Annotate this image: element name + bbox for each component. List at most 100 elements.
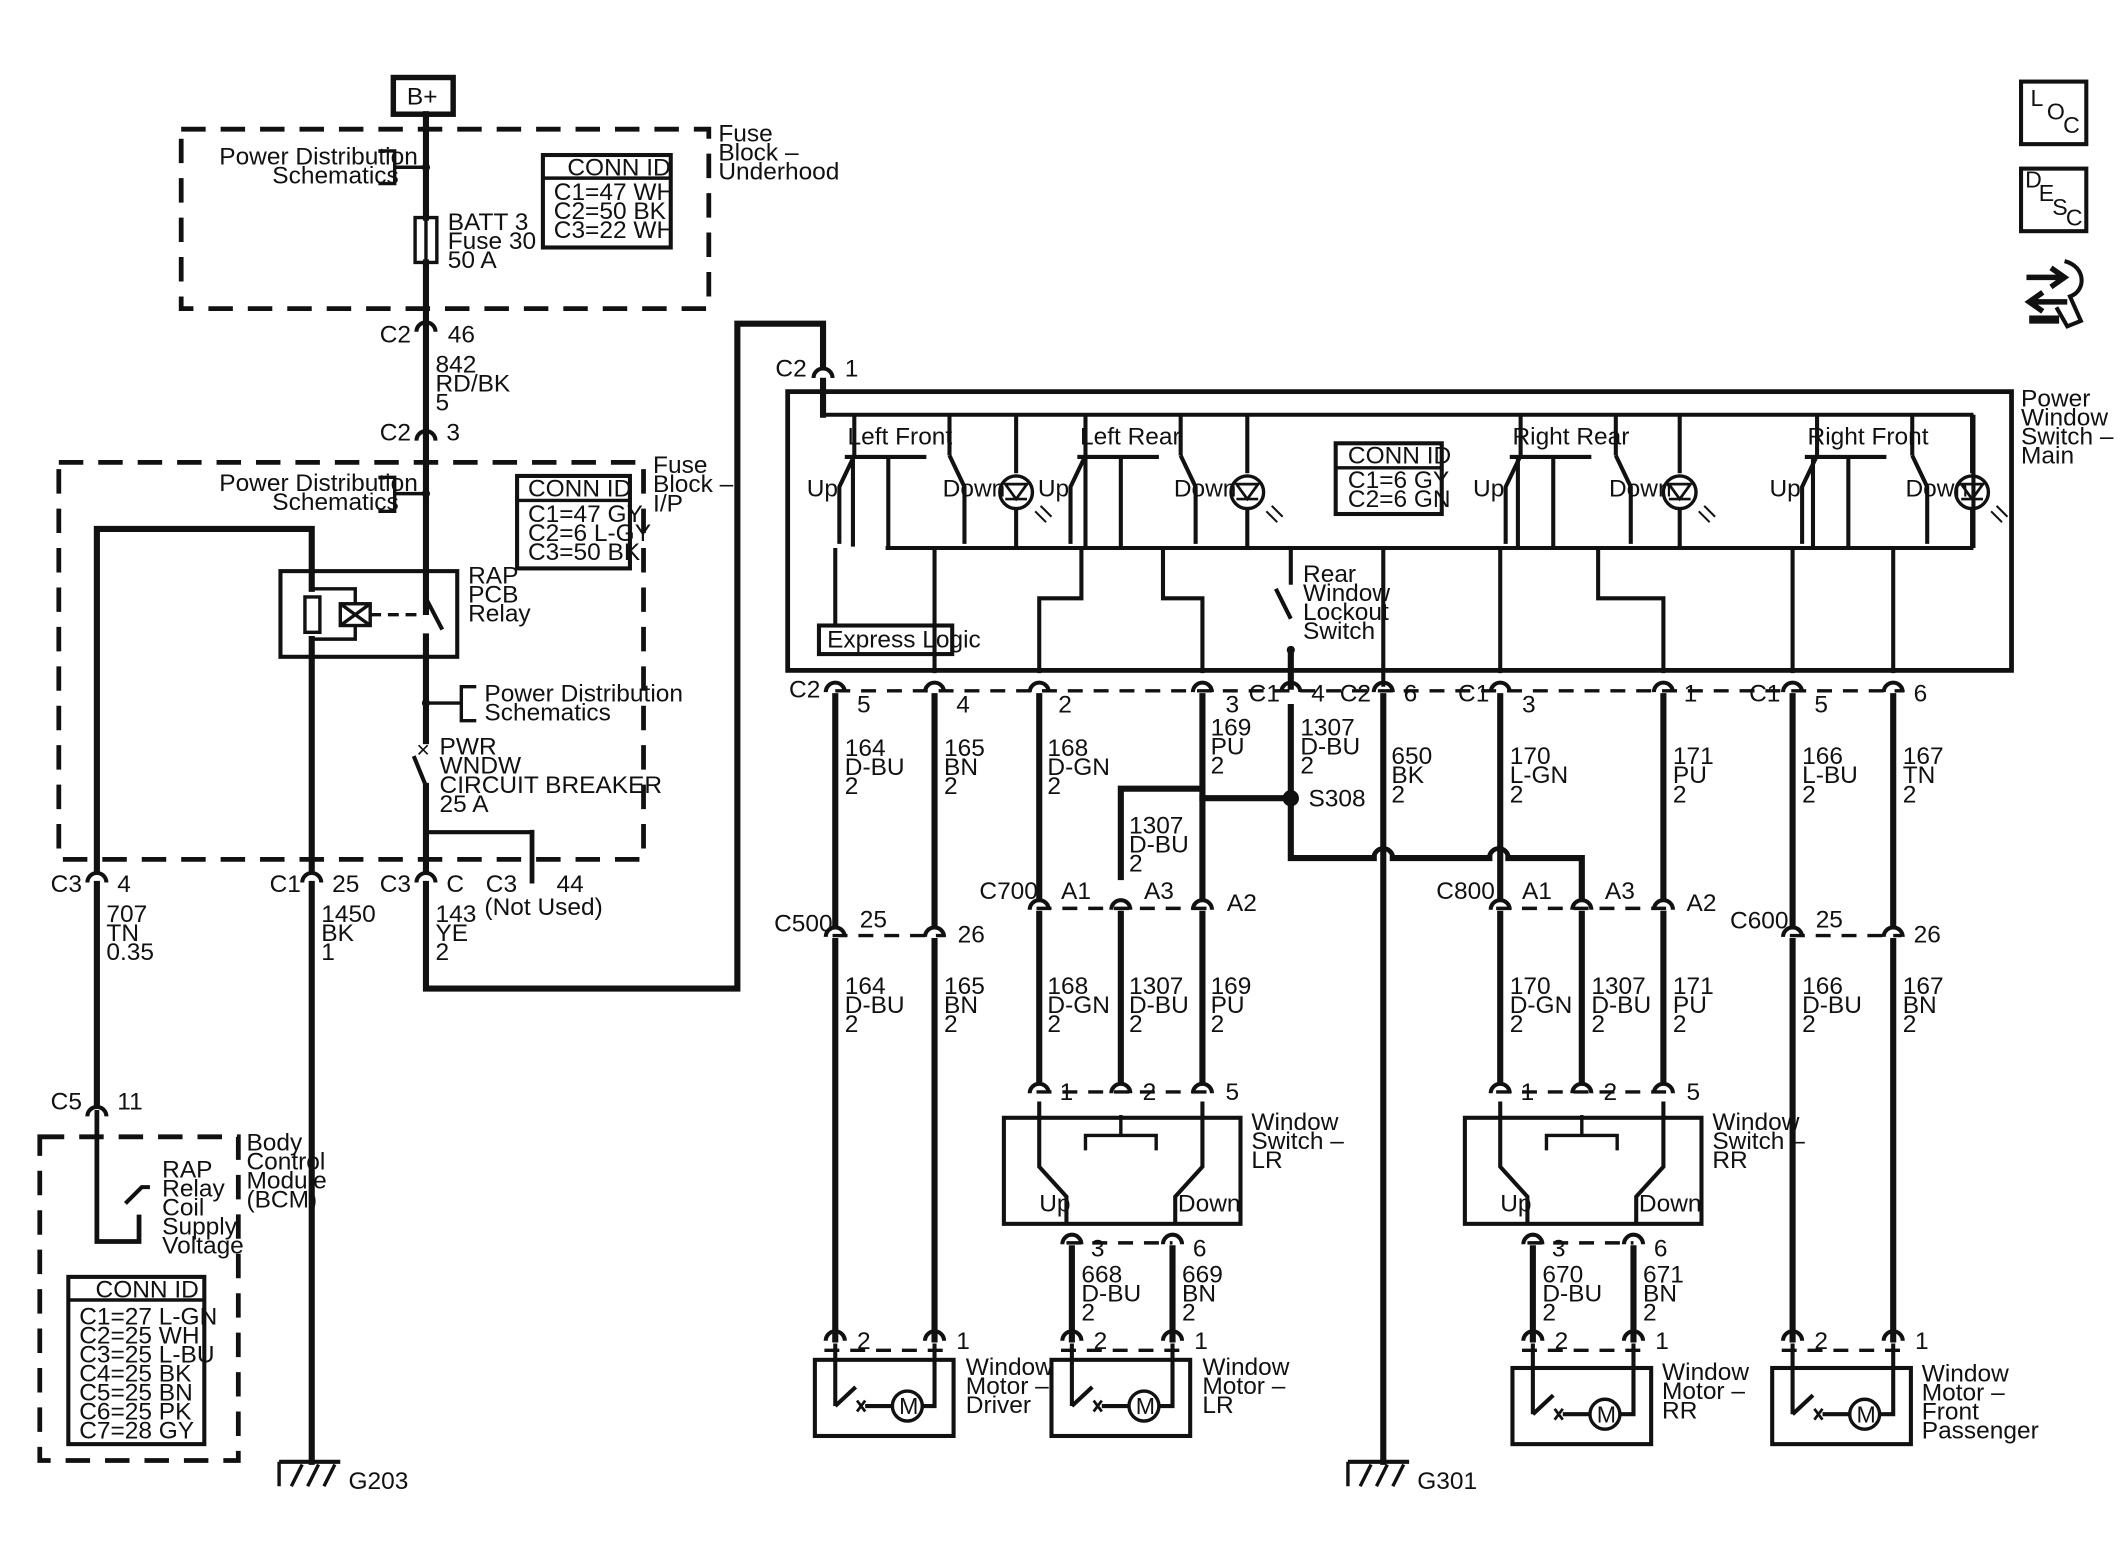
svg-text:Switch: Switch bbox=[1303, 618, 1375, 645]
svg-text:Up: Up bbox=[1500, 1191, 1531, 1218]
svg-text:Fuse: Fuse bbox=[653, 452, 707, 479]
motor-pin: 2 bbox=[1814, 1328, 1828, 1355]
svg-text:C2: C2 bbox=[380, 420, 411, 447]
svg-text:Voltage: Voltage bbox=[162, 1233, 244, 1260]
svg-text:4: 4 bbox=[956, 692, 970, 719]
svg-text:RD/BK: RD/BK bbox=[435, 371, 510, 398]
svg-text:C3: C3 bbox=[380, 871, 411, 898]
svg-text:C2=25 WH: C2=25 WH bbox=[79, 1323, 199, 1350]
wire-label-line: L-GN bbox=[1510, 762, 1568, 789]
wire-label-line: 2 bbox=[944, 773, 958, 800]
motor-label: Front bbox=[1922, 1399, 1979, 1426]
svg-text:1: 1 bbox=[1060, 1079, 1074, 1106]
loc-letter-o: O bbox=[2047, 99, 2065, 125]
svg-text:Body: Body bbox=[246, 1129, 303, 1156]
connector-c700: C700 A1 A3 A2 bbox=[979, 878, 1256, 917]
svg-text:Up: Up bbox=[1039, 1191, 1070, 1218]
up-label: Up bbox=[1473, 475, 1504, 502]
pds-reference-1: Power Distribution Schematics bbox=[219, 144, 431, 190]
loc-button[interactable]: L O C bbox=[2018, 79, 2089, 147]
motor-label: Passenger bbox=[1922, 1418, 2039, 1445]
svg-text:3: 3 bbox=[1522, 692, 1536, 719]
svg-text:Schematics: Schematics bbox=[484, 700, 610, 727]
svg-text:Main: Main bbox=[2021, 443, 2074, 470]
connector-c600: C600 25 26 bbox=[1730, 906, 1941, 948]
section-label: Left Rear bbox=[1080, 424, 1181, 451]
svg-text:2: 2 bbox=[1058, 692, 1072, 719]
fuse-block-underhood bbox=[178, 126, 712, 312]
motor-pin: 1 bbox=[1655, 1328, 1669, 1355]
svg-text:Down: Down bbox=[1639, 1191, 1702, 1218]
svg-text:C3: C3 bbox=[51, 871, 82, 898]
svg-text:A3: A3 bbox=[1605, 878, 1635, 905]
wire-label-line: 670 bbox=[1542, 1261, 1583, 1288]
connector-tool-icon[interactable] bbox=[2024, 259, 2084, 329]
wire-label-line: 2 bbox=[1542, 1299, 1556, 1326]
wire-label-line: 171 bbox=[1673, 973, 1714, 1000]
wire-label-line: 2 bbox=[1182, 1299, 1196, 1326]
svg-text:RAP: RAP bbox=[162, 1157, 212, 1184]
svg-text:6: 6 bbox=[1654, 1235, 1668, 1262]
wire-label-line: PU bbox=[1211, 992, 1245, 1019]
wire-label-line: 170 bbox=[1510, 973, 1551, 1000]
svg-text:46: 46 bbox=[448, 322, 475, 349]
svg-text:A3: A3 bbox=[1144, 878, 1174, 905]
svg-text:C700: C700 bbox=[979, 878, 1037, 905]
pds-reference-3: Power Distribution Schematics bbox=[421, 681, 683, 727]
wire-label-line: 1307 bbox=[1300, 715, 1354, 742]
svg-text:C1: C1 bbox=[1458, 681, 1489, 708]
svg-text:CONN ID: CONN ID bbox=[528, 475, 631, 502]
svg-text:CONN ID: CONN ID bbox=[1348, 443, 1451, 470]
svg-text:C1=6 GY: C1=6 GY bbox=[1348, 467, 1449, 494]
svg-text:5: 5 bbox=[857, 692, 871, 719]
wire-label-line: BN bbox=[944, 992, 978, 1019]
svg-text:1: 1 bbox=[1521, 1079, 1535, 1106]
section-label: Right Front bbox=[1808, 424, 1929, 451]
svg-text:4: 4 bbox=[1311, 681, 1325, 708]
conn-id-underhood: CONN ID C1=47 WH C2=50 BK C3=22 WH bbox=[540, 152, 674, 250]
svg-text:C3: C3 bbox=[486, 871, 517, 898]
svg-text:842: 842 bbox=[435, 352, 476, 379]
desc-button[interactable]: D E S C bbox=[2018, 166, 2089, 234]
svg-text:Power Distribution: Power Distribution bbox=[219, 470, 418, 497]
rear-window-lockout-switch: Rear Window Lockout Switch bbox=[1274, 548, 1390, 690]
wire-label-line: 2 bbox=[1510, 781, 1524, 808]
splice-s308-label: S308 bbox=[1308, 785, 1365, 812]
svg-text:Fuse: Fuse bbox=[718, 120, 772, 147]
connector-c3-c: C3 C bbox=[380, 871, 464, 898]
wire-label-line: 2 bbox=[1391, 781, 1405, 808]
window-switch-lr: 1 2 5 Up Down Window Switch – LR 3 6 bbox=[1001, 1079, 1344, 1262]
svg-text:A2: A2 bbox=[1687, 890, 1717, 917]
svg-text:3: 3 bbox=[446, 420, 460, 447]
svg-text:6: 6 bbox=[1193, 1235, 1207, 1262]
wire-label-line: 164 bbox=[845, 735, 886, 762]
svg-text:Switch –: Switch – bbox=[1712, 1128, 1805, 1155]
svg-text:G203: G203 bbox=[348, 1468, 408, 1495]
conn-id-bcm: CONN ID C1=27 L-GN C2=25 WH C3=25 L-BU C… bbox=[66, 1274, 217, 1447]
svg-text:C2: C2 bbox=[1340, 681, 1371, 708]
svg-text:Coil: Coil bbox=[162, 1195, 204, 1222]
wire-label-line: 671 bbox=[1643, 1261, 1684, 1288]
conn-id-ip: CONN ID C1=47 GY C2=6 L-GY C3=50 BK bbox=[515, 473, 651, 571]
svg-text:C3=50 BK: C3=50 BK bbox=[528, 539, 641, 566]
wire-label-line: PU bbox=[1211, 734, 1245, 761]
loc-letter-c: C bbox=[2063, 112, 2080, 138]
motor-label: LR bbox=[1202, 1392, 1233, 1419]
output-wires bbox=[823, 548, 1905, 1465]
wire-label-line: 2 bbox=[1802, 781, 1816, 808]
connector-c2-46: C2 46 bbox=[380, 322, 475, 349]
svg-text:5: 5 bbox=[435, 390, 449, 417]
svg-text:RR: RR bbox=[1712, 1147, 1747, 1174]
motor-pin: 2 bbox=[1555, 1328, 1569, 1355]
svg-text:TN: TN bbox=[106, 920, 139, 947]
